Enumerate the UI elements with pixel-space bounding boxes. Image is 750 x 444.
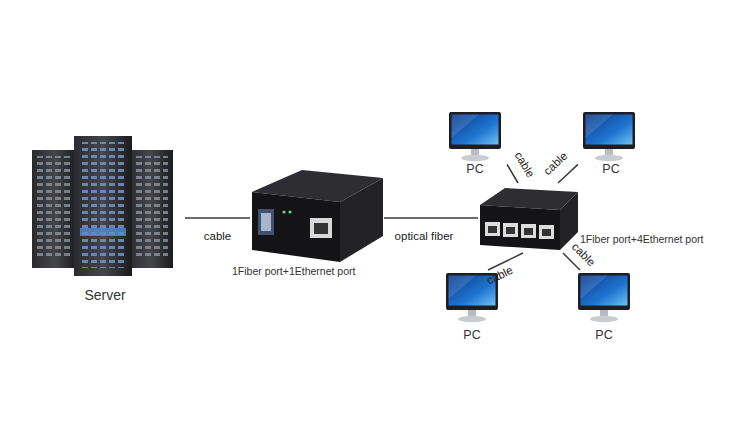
cable-label: cable	[204, 230, 232, 244]
pc-monitor	[449, 112, 501, 161]
device-node: PC	[578, 110, 640, 178]
device-node: PC	[445, 110, 507, 178]
device-label: PC	[466, 162, 483, 177]
pc-monitor	[578, 273, 630, 322]
device-label: PC	[595, 328, 612, 343]
device-label: PC	[463, 328, 480, 343]
cable-label: cable	[484, 263, 515, 287]
device-label: Server	[84, 287, 125, 304]
device-label: 1Fiber port+1Ethernet port	[232, 265, 355, 278]
cable-line	[384, 217, 478, 219]
fiber-switch	[480, 188, 578, 250]
device-node: PC	[570, 270, 636, 348]
media-converter	[252, 170, 383, 262]
cable-label: cable	[511, 149, 537, 180]
server-racks	[32, 136, 173, 276]
pc-monitor	[583, 112, 635, 161]
cable-label: optical fiber	[395, 230, 454, 244]
device-node: 1Fiber port+4Ethernet port	[478, 183, 578, 253]
device-label: 1Fiber port+4Ethernet port	[580, 233, 703, 246]
device-node: Server	[25, 135, 185, 310]
device-node: 1Fiber port+1Ethernet port	[250, 168, 384, 280]
device-label: PC	[602, 162, 619, 177]
cable-line	[185, 217, 250, 219]
cable-label: cable	[541, 149, 571, 178]
